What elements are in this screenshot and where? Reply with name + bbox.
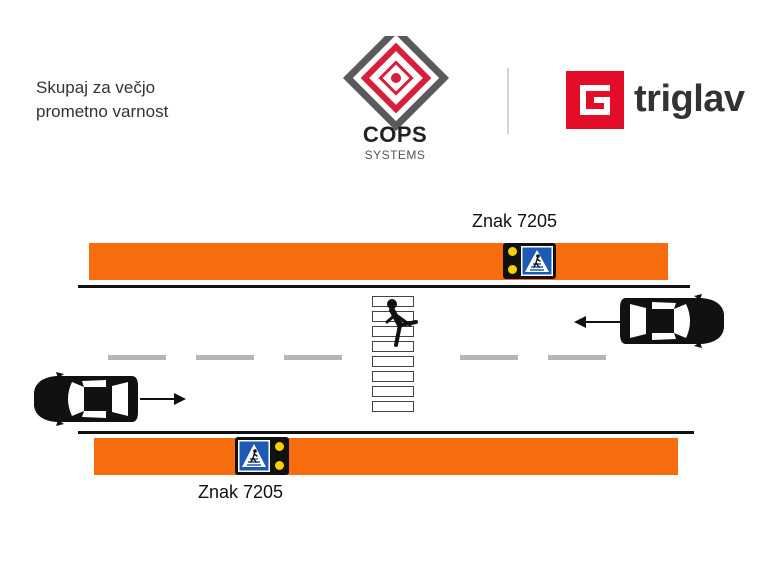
sidewalk-top xyxy=(89,243,668,280)
cops-subtitle: SYSTEMS xyxy=(364,148,426,162)
triglav-logo-icon xyxy=(566,71,624,129)
tagline: Skupaj za večjo prometno varnost xyxy=(36,76,236,124)
lane-dash xyxy=(196,355,254,360)
sign-lamp xyxy=(275,442,284,451)
pedestrian-crossing-sign-icon xyxy=(238,440,270,472)
zebra-stripe xyxy=(372,371,414,382)
sign-lamp xyxy=(508,265,517,274)
sign-label-top: Znak 7205 xyxy=(472,211,558,231)
pedestrian-crossing-sign-bottom xyxy=(235,437,289,475)
cops-title: COPS xyxy=(362,122,428,147)
zebra-stripe xyxy=(372,386,414,397)
sign-lamp xyxy=(275,461,284,470)
cops-logo-icon xyxy=(342,36,450,132)
lane-dash xyxy=(548,355,606,360)
triglav-wordmark: triglav xyxy=(634,78,745,120)
lane-dash xyxy=(284,355,342,360)
sign-label-bottom: Znak 7205 xyxy=(198,482,284,502)
arrow-icon xyxy=(140,393,186,405)
tagline-line-1: Skupaj za večjo xyxy=(36,78,156,97)
lane-dash xyxy=(460,355,518,360)
road-edge-top xyxy=(78,285,690,288)
pedestrian-crossing-sign-icon xyxy=(521,246,553,276)
lane-dash xyxy=(108,355,166,360)
zebra-stripe xyxy=(372,401,414,412)
logo-divider xyxy=(507,68,509,134)
pedestrian-crossing-sign-top xyxy=(503,243,556,279)
road-edge-bottom xyxy=(78,431,694,434)
zebra-stripe xyxy=(372,341,414,352)
pedestrian-icon xyxy=(385,299,418,347)
sign-lamp xyxy=(508,247,517,256)
car-icon xyxy=(34,372,138,426)
tagline-line-2: prometno varnost xyxy=(36,102,169,121)
arrow-icon xyxy=(574,316,620,328)
zebra-stripe xyxy=(372,356,414,367)
zebra-stripe xyxy=(372,326,414,337)
car-icon xyxy=(620,294,724,348)
sidewalk-bottom xyxy=(94,438,678,475)
